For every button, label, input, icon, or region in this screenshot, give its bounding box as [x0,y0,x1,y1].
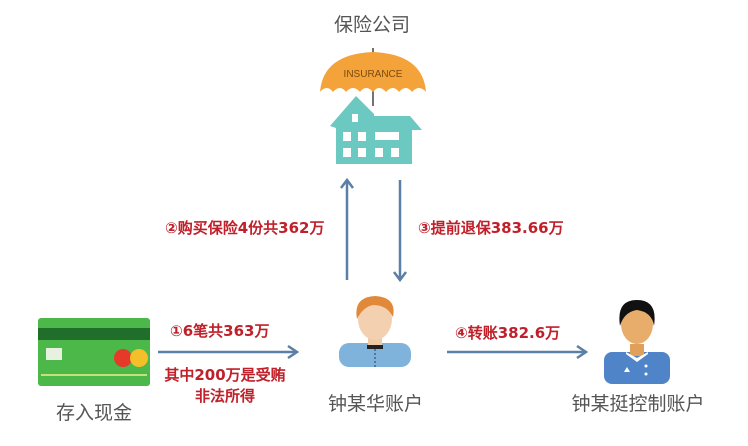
insurance-company-label: 保险公司 [333,14,410,36]
controlled-person-icon [604,300,670,384]
step1-note-line1: 其中200万是受贿 [164,366,286,384]
umbrella-house-icon: INSURANCE [320,48,426,164]
step1-note-line2: 非法所得 [194,387,255,405]
arrow-transfer [447,344,589,360]
step1-note: 其中200万是受贿 非法所得 [160,364,290,406]
zhong-ting-account-label: 钟某挺控制账户 [571,393,705,415]
step2-label: ②购买保险4份共362万 [165,219,325,237]
cash-deposit-label: 存入现金 [55,402,132,424]
bank-card-icon [38,318,150,386]
step3-label: ③提前退保383.66万 [418,219,564,237]
arrow-down-surrender [393,180,407,283]
zhong-hua-account-label: 钟某华账户 [327,393,423,415]
man-avatar-icon [339,296,411,367]
arrow-up-buy-insurance [340,177,354,280]
svg-text:INSURANCE: INSURANCE [344,69,403,80]
step1-label: ①6笔共363万 [170,322,270,340]
step4-label: ④转账382.6万 [455,324,561,342]
arrow-cash-to-account [158,344,300,360]
